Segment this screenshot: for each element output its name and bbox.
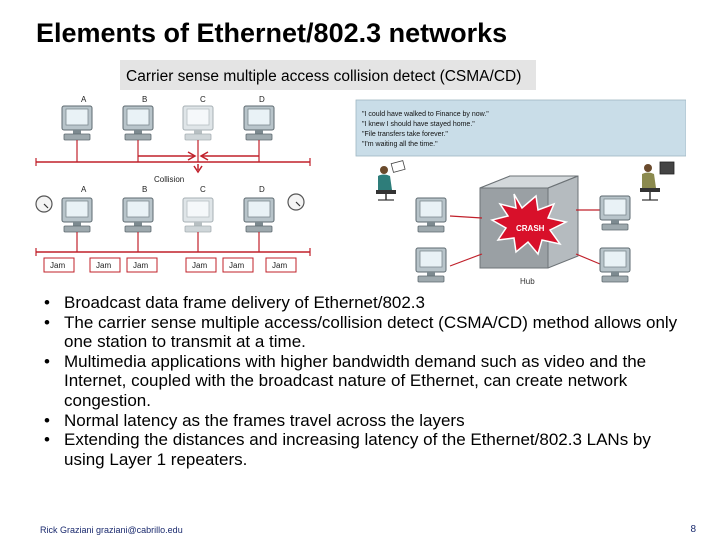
person-icon [376,160,406,201]
bullet-item: The carrier sense multiple access/collis… [44,313,694,352]
computer-icon [122,197,154,233]
page-number: 8 [690,524,696,535]
computer-icon [415,197,447,233]
station-label-a-bottom: A [81,185,87,194]
bullet-item: Normal latency as the frames travel acro… [44,411,694,431]
hub-cables [449,209,601,267]
jam-label: Jam [192,261,207,270]
hub-label: Hub [520,277,535,286]
bullet-item: Extending the distances and increasing l… [44,430,694,469]
station-label-c-top: C [200,95,206,104]
csma-cd-figure: Carrier sense multiple access collision … [30,58,686,288]
station-label-a-top: A [81,95,87,104]
clock-icon [35,195,53,213]
bullet-list: Broadcast data frame delivery of Etherne… [44,293,694,469]
computer-icon [122,105,154,141]
complaint-item: "File transfers take forever." [362,131,448,138]
collision-arrows [138,151,259,174]
complaint-item: "I could have walked to Finance by now." [362,111,489,118]
jam-label: Jam [50,261,65,270]
computer-icon [61,105,93,141]
station-label-b-top: B [142,95,147,104]
computer-icon [243,105,275,141]
top-stations [61,105,275,141]
station-label-b-bottom: B [142,185,147,194]
jam-label: Jam [229,261,244,270]
jam-label: Jam [96,261,111,270]
computer-icon [599,195,631,231]
station-label-d-top: D [259,95,265,104]
complaint-panel [355,99,686,157]
computer-icon [415,247,447,283]
collision-label: Collision [154,175,184,184]
clock-icon [287,193,305,211]
slide-title: Elements of Ethernet/802.3 networks [36,18,508,48]
jam-label: Jam [272,261,287,270]
crash-burst-icon [490,193,569,256]
complaint-item: "I knew I should have stayed home." [362,121,475,128]
computer-icon [182,197,214,233]
csma-cd-diagram: Carrier sense multiple access collision … [35,60,686,286]
crash-label: CRASH [516,224,545,233]
computer-icon [61,197,93,233]
computer-icon [243,197,275,233]
banner-box [120,60,536,90]
station-label-c-bottom: C [200,185,206,194]
banner-text: Carrier sense multiple access collision … [126,68,521,85]
person-icon [640,161,675,201]
computer-icon [599,247,631,283]
bullet-item: Broadcast data frame delivery of Etherne… [44,293,694,313]
complaint-item: "I'm waiting all the time." [362,141,438,148]
footer-author: Rick Graziani graziani@cabrillo.edu [40,525,183,535]
jam-label: Jam [133,261,148,270]
station-label-d-bottom: D [259,185,265,194]
bottom-stations [61,197,275,233]
computer-icon [182,105,214,141]
bullet-item: Multimedia applications with higher band… [44,352,694,411]
